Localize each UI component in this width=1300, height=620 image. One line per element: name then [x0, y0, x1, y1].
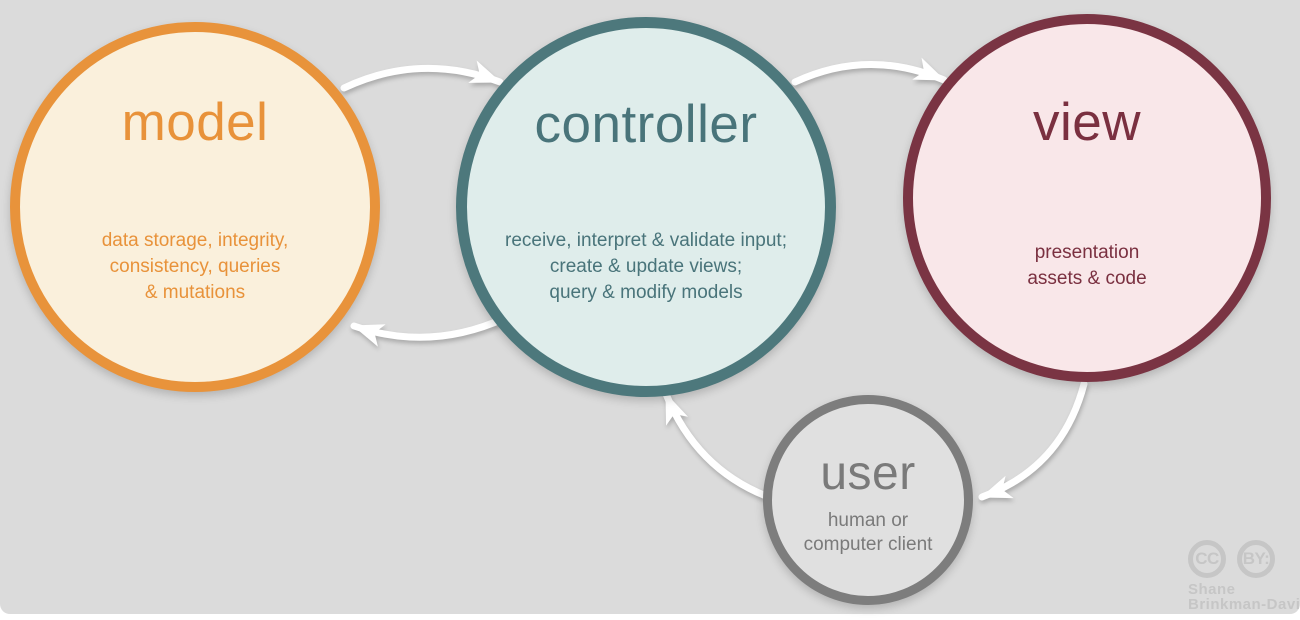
- user-title: user: [820, 447, 916, 500]
- arrow-model-to-controller-icon: [340, 60, 504, 92]
- arrow-user-to-controller-icon: [662, 390, 770, 500]
- cc-by-badge-label: BY:: [1242, 549, 1270, 568]
- attribution: CC BY: Shane Brinkman-Davis: [1188, 540, 1300, 612]
- credit-name-line2: Brinkman-Davis: [1188, 596, 1300, 613]
- description-line: receive, interpret & validate input;: [505, 230, 787, 251]
- user-node: user human or computer client: [763, 395, 973, 605]
- cc-by-badge-icon: BY:: [1237, 540, 1275, 578]
- description-line: & mutations: [144, 282, 246, 303]
- description-line: human or: [827, 510, 909, 531]
- user-description: human or computer client: [772, 509, 964, 557]
- controller-description: receive, interpret & validate input; cre…: [467, 228, 825, 306]
- model-description: data storage, integrity, consistency, qu…: [20, 228, 370, 306]
- model-node: model data storage, integrity, consisten…: [10, 22, 380, 392]
- cc-badge-icon: CC: [1188, 540, 1226, 578]
- description-line: presentation: [1034, 242, 1140, 263]
- description-line: create & update views;: [549, 256, 743, 277]
- credit-name-line1: Shane: [1188, 581, 1236, 598]
- description-line: assets & code: [1027, 268, 1147, 289]
- description-line: computer client: [803, 534, 933, 555]
- view-description: presentation assets & code: [913, 240, 1261, 292]
- view-node: view presentation assets & code: [903, 14, 1271, 382]
- controller-title: controller: [534, 95, 758, 154]
- description-line: data storage, integrity,: [101, 230, 289, 251]
- description-line: query & modify models: [549, 282, 743, 303]
- model-title: model: [121, 93, 269, 152]
- cc-badge-label: CC: [1195, 549, 1219, 568]
- controller-node: controller receive, interpret & validate…: [456, 17, 836, 397]
- view-title: view: [1032, 93, 1142, 152]
- arrow-controller-to-view-icon: [791, 57, 948, 86]
- arrow-view-to-user-icon: [978, 380, 1088, 501]
- arrow-controller-to-model-icon: [350, 314, 509, 347]
- description-line: consistency, queries: [109, 256, 281, 277]
- license-badges: CC BY:: [1188, 540, 1300, 578]
